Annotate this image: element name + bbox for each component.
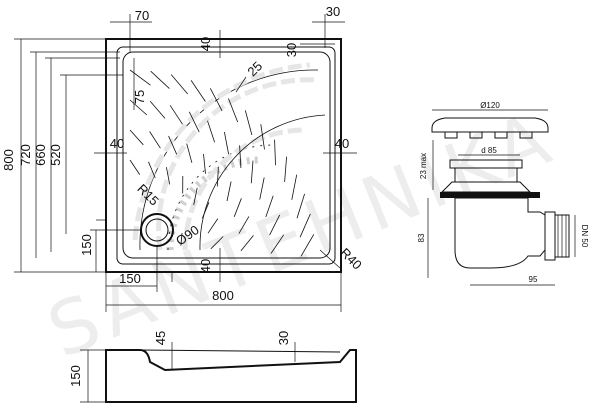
hatch-lines (129, 69, 315, 257)
side-view: 150 45 30 (68, 331, 357, 403)
hatch-stroke (224, 131, 229, 155)
drain-flange (440, 192, 540, 198)
hatch-stroke (259, 177, 265, 200)
side-dim-150: 150 (68, 365, 83, 387)
hatch-stroke (228, 98, 239, 123)
dim-720: 720 (18, 144, 33, 166)
dim-70: 70 (135, 8, 149, 23)
dim-800-width: 800 (212, 288, 234, 303)
hatch-stroke (168, 135, 178, 155)
hatch-stroke (226, 181, 232, 202)
hatch-stroke (296, 193, 305, 219)
hatch-stroke (201, 202, 210, 219)
dim-30-right: 30 (284, 43, 299, 57)
hatch-stroke (300, 234, 315, 257)
side-dim-45: 45 (153, 331, 168, 345)
dim-150-bottom: 150 (119, 271, 141, 286)
drain-hole-inner (145, 218, 169, 242)
drain-dim-d85: d 85 (481, 146, 497, 155)
dim-30-top: 30 (326, 4, 340, 19)
drain-dim-83: 83 (417, 233, 426, 242)
hatch-stroke (207, 120, 215, 143)
hatch-stroke (284, 156, 287, 183)
hatch-stroke (209, 88, 223, 112)
hatch-stroke (244, 110, 253, 136)
dim-r15: R15 (134, 181, 161, 208)
dim-40-left: 40 (110, 136, 124, 151)
drain-cap (431, 117, 549, 133)
hatch-stroke (170, 74, 189, 95)
tray-inner-outline-2 (122, 51, 331, 259)
hatch-stroke (148, 161, 156, 179)
hatch-stroke (188, 111, 200, 133)
drain-dim-d120: Ø120 (480, 101, 500, 110)
hatch-stroke (129, 99, 148, 116)
hatch-stroke (216, 166, 219, 187)
dim-40-bottom: 40 (198, 259, 213, 273)
tray-inner-outline-1 (116, 46, 336, 265)
drain-detail: Ø120 d 85 23 max 83 DN 50 95 (417, 101, 589, 286)
hatch-stroke (186, 143, 193, 163)
hatch-stroke (210, 236, 224, 250)
hatch-stroke (193, 187, 198, 206)
hatch-stroke (260, 124, 265, 150)
side-dim-30: 30 (276, 331, 291, 345)
dim-150-left: 150 (79, 234, 94, 256)
hatch-stroke (149, 131, 161, 149)
hatch-stroke (150, 70, 170, 89)
hatch-stroke (233, 198, 242, 217)
hatch-stroke (238, 216, 250, 234)
side-view-outline (105, 349, 357, 403)
drain-dim-23max: 23 max (419, 153, 428, 179)
drain-dim-95: 95 (529, 275, 538, 284)
hatch-stroke (190, 80, 206, 102)
hatch-stroke (250, 160, 254, 184)
hatch-stroke (240, 235, 254, 252)
dim-40-right: 40 (335, 136, 349, 151)
hatch-stroke (129, 159, 141, 175)
hatch-stroke (291, 174, 298, 200)
hatch-stroke (265, 195, 274, 218)
hatch-stroke (149, 101, 166, 119)
dim-40-top: 40 (198, 37, 213, 51)
dim-660: 660 (33, 144, 48, 166)
hatch-stroke (270, 234, 285, 254)
hatch-stroke (239, 145, 242, 169)
hatch-stroke (299, 213, 311, 238)
dim-800-height: 800 (1, 149, 16, 171)
drain-dim-dn50: DN 50 (580, 225, 589, 248)
hatch-stroke (166, 167, 171, 185)
hatch-stroke (129, 69, 151, 86)
hatch-stroke (203, 153, 206, 174)
dim-75: 75 (132, 90, 147, 104)
tray-outer-outline (105, 38, 342, 273)
hatch-stroke (274, 139, 276, 166)
hatch-stroke (169, 105, 183, 125)
hatch-stroke (207, 218, 219, 234)
hatch-stroke (129, 129, 144, 146)
dim-520: 520 (48, 144, 63, 166)
hatch-stroke (269, 214, 281, 236)
